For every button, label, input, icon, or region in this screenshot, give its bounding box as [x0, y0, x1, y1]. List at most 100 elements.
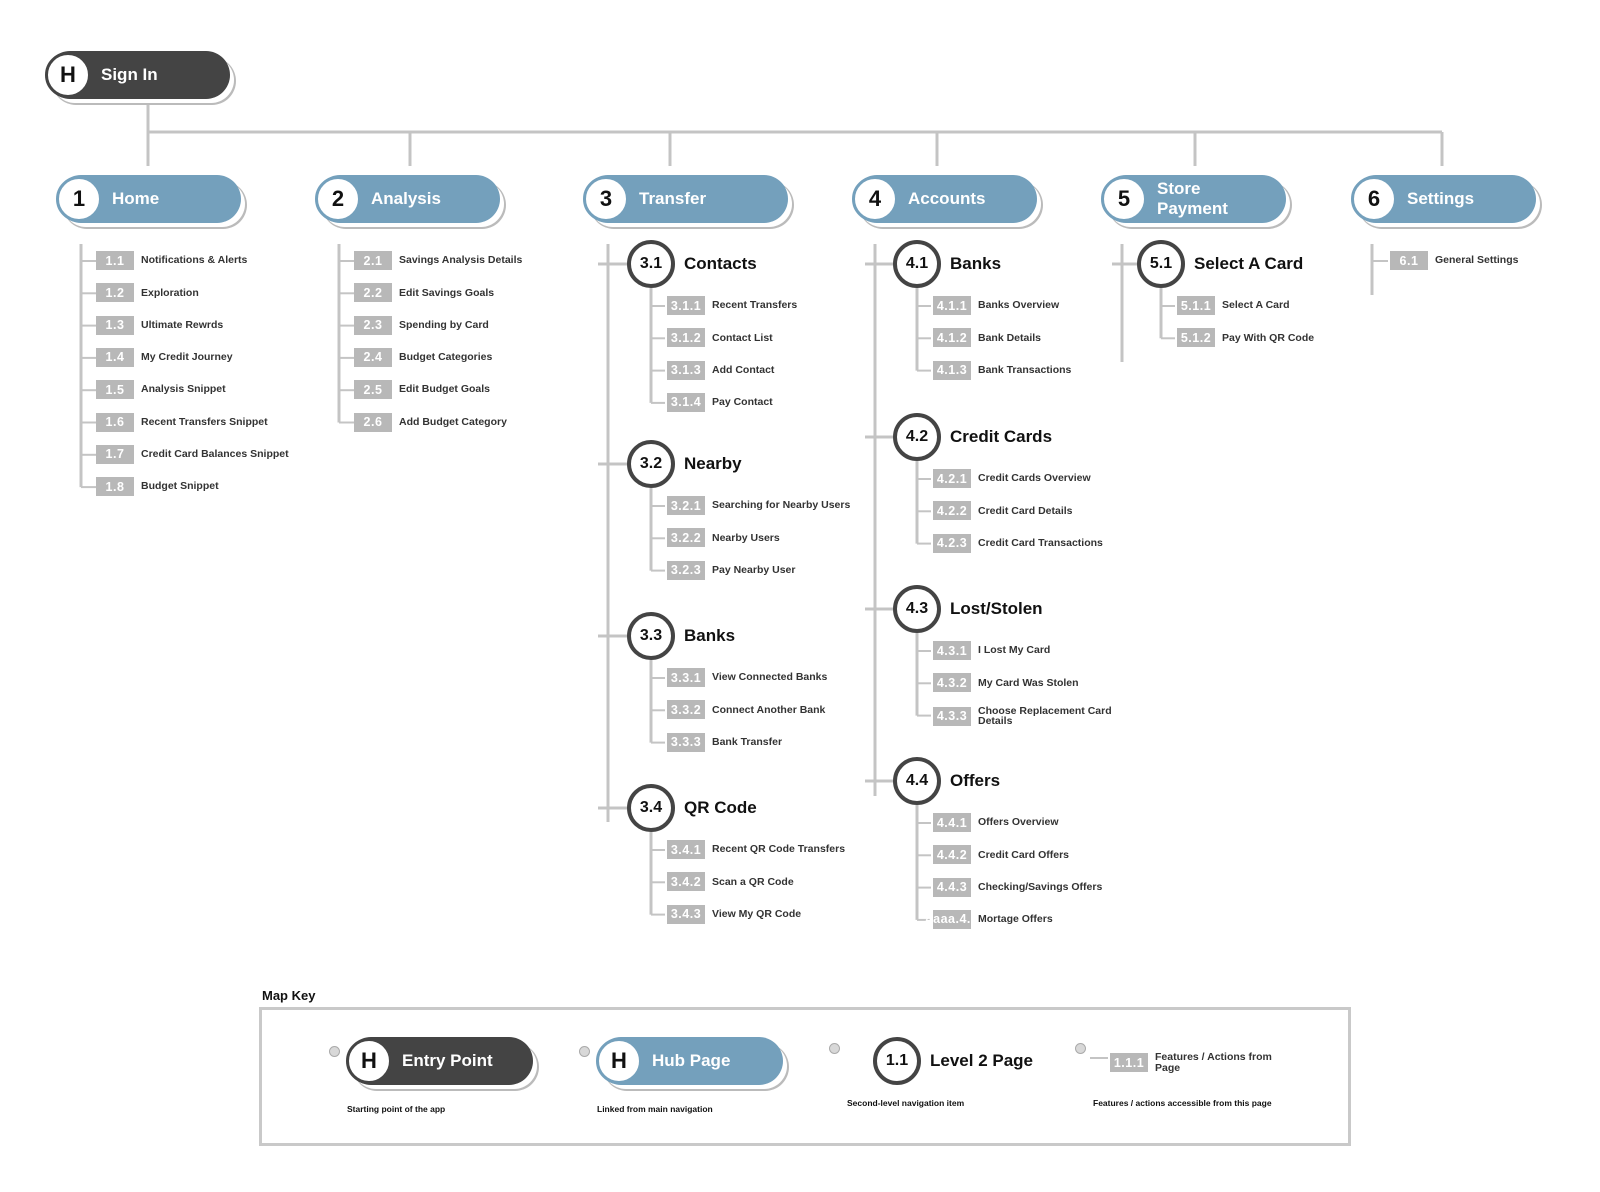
- feature-badge: 4.4.2: [933, 845, 971, 865]
- key-hub-badge: H: [596, 1038, 642, 1084]
- level2-badge: 4.3: [893, 585, 941, 633]
- entry-point-sign-in[interactable]: H Sign In: [45, 51, 230, 99]
- feature-badge: 1.2: [96, 283, 134, 303]
- level2-badge: 4.2: [893, 413, 941, 461]
- hub-transfer[interactable]: 3 Transfer: [583, 175, 788, 223]
- hub-store-payment[interactable]: 5 Store Payment: [1101, 175, 1286, 223]
- feature-badge: 3.1.3: [667, 360, 705, 380]
- feature-label: Banks Overview: [978, 299, 1060, 312]
- feature-label: Recent Transfers: [712, 299, 798, 312]
- feature-badge: 4.1.1: [933, 296, 971, 315]
- feature-label: View My QR Code: [712, 907, 802, 920]
- feature-item[interactable]: 1.2 Exploration: [96, 283, 291, 303]
- feature-label: Ultimate Rewrds: [141, 318, 224, 331]
- feature-item[interactable]: 4.4.2 Credit Card Offers: [933, 845, 1128, 865]
- hub-analysis[interactable]: 2 Analysis: [315, 175, 500, 223]
- feature-badge: 3.3.1: [667, 668, 705, 687]
- feature-badge: 2.3: [354, 315, 392, 335]
- feature-label: Scan a QR Code: [712, 875, 794, 888]
- entry-badge: H: [45, 52, 91, 98]
- feature-badge: 1.8: [96, 477, 134, 497]
- feature-badge: 1.1: [96, 251, 134, 270]
- map-key: [259, 1007, 1351, 1146]
- feature-badge: 3.4.1: [667, 840, 705, 859]
- hub-number: 1: [56, 176, 102, 222]
- feature-badge: 4.2.1: [933, 469, 971, 488]
- feature-label: Offers Overview: [978, 816, 1059, 829]
- feature-badge: 1.5: [96, 380, 134, 400]
- level2-badge: 5.1: [1137, 240, 1185, 288]
- feature-label: Recent Transfers Snippet: [141, 415, 268, 428]
- level2-badge: 4.4: [893, 757, 941, 805]
- key-level2-caption: Second-level navigation item: [847, 1098, 965, 1108]
- hub-label: Home: [112, 189, 160, 208]
- level2-badge: 3.1: [627, 240, 675, 288]
- feature-label: Pay Contact: [712, 396, 773, 409]
- feature-label: My Card Was Stolen: [978, 676, 1079, 689]
- feature-label: Credit Card Offers: [978, 848, 1070, 861]
- hub-home[interactable]: 1 Home: [56, 175, 241, 223]
- hub-number: 5: [1101, 176, 1147, 222]
- feature-item[interactable]: 4.1.1 Banks Overview: [933, 296, 1128, 315]
- feature-badge: 3.3.3: [667, 732, 705, 752]
- feature-label: Exploration: [141, 286, 199, 299]
- feature-badge: 4aaa.4.4: [926, 909, 978, 929]
- hub-settings[interactable]: 6 Settings: [1351, 175, 1536, 223]
- feature-badge: 3.2.2: [667, 528, 705, 548]
- feature-badge: 4.3.3: [933, 706, 971, 726]
- feature-label: Pay With QR Code: [1222, 331, 1315, 344]
- hub-label: Transfer: [639, 189, 707, 208]
- hub-number: 2: [315, 176, 361, 222]
- hub-accounts[interactable]: 4 Accounts: [852, 175, 1037, 223]
